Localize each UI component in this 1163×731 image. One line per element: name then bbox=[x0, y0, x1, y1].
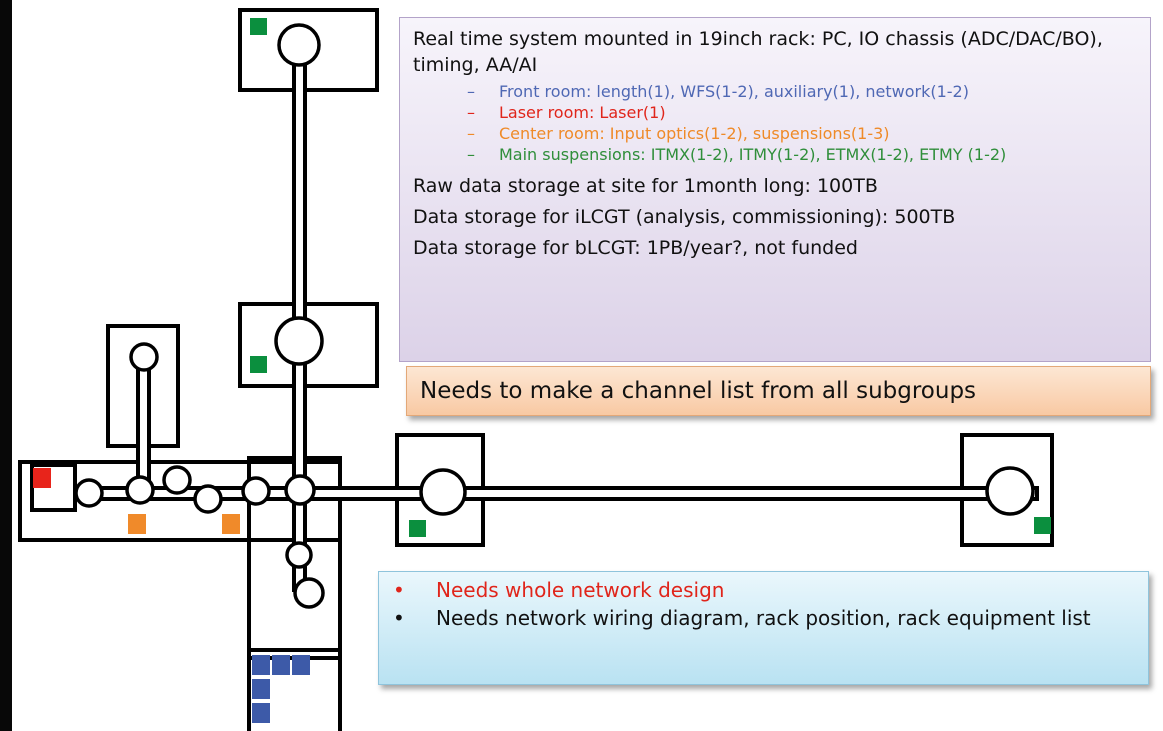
rack-laser bbox=[33, 468, 51, 488]
system-info-box: Real time system mounted in 19inch rack:… bbox=[399, 17, 1151, 362]
room-item-laser: –Laser room: Laser(1) bbox=[467, 103, 666, 122]
rack-main-suspension bbox=[250, 356, 267, 373]
suspension-node bbox=[74, 478, 104, 508]
channel-list-note: Needs to make a channel list from all su… bbox=[406, 366, 1151, 416]
suspension-node bbox=[285, 541, 313, 569]
suspension-node bbox=[293, 577, 325, 609]
room-list: –Front room: length(1), WFS(1-2), auxili… bbox=[413, 81, 1140, 165]
rack-description: Real time system mounted in 19inch rack:… bbox=[413, 28, 1103, 76]
rack-front bbox=[272, 655, 290, 675]
storage-ilcgt: Data storage for iLCGT (analysis, commis… bbox=[413, 206, 956, 228]
room-item-front: –Front room: length(1), WFS(1-2), auxili… bbox=[467, 82, 969, 101]
suspension-node bbox=[274, 316, 324, 366]
network-note-item: •Needs whole network design bbox=[393, 578, 725, 602]
suspension-node bbox=[277, 23, 321, 67]
storage-blcgt: Data storage for bLCGT: 1PB/year?, not f… bbox=[413, 237, 858, 259]
room-laser bbox=[30, 463, 77, 512]
room-north-mid bbox=[238, 302, 379, 388]
slide: Real time system mounted in 19inch rack:… bbox=[12, 0, 1163, 731]
rack-center bbox=[222, 514, 240, 534]
suspension-node bbox=[419, 468, 467, 516]
rack-markers bbox=[33, 18, 1051, 723]
beam-tube-x bbox=[85, 486, 1039, 501]
beam-tube-short bbox=[136, 360, 151, 494]
suspension-node bbox=[193, 484, 223, 514]
rack-main-suspension bbox=[1034, 517, 1051, 534]
room-item-main-suspensions: –Main suspensions: ITMX(1-2), ITMY(1-2),… bbox=[467, 145, 1007, 164]
rack-front bbox=[252, 655, 270, 675]
rack-main-suspension bbox=[250, 18, 267, 35]
suspension-node bbox=[162, 465, 192, 495]
network-notes-box: •Needs whole network design •Needs netwo… bbox=[378, 571, 1149, 685]
layout-diagram bbox=[18, 8, 1054, 731]
network-notes-list: •Needs whole network design •Needs netwo… bbox=[379, 578, 1148, 630]
rack-center bbox=[128, 514, 146, 534]
room-item-center: –Center room: Input optics(1-2), suspens… bbox=[467, 124, 890, 143]
room-front bbox=[247, 648, 342, 731]
suspension-node bbox=[985, 466, 1035, 516]
suspension-node bbox=[284, 474, 316, 506]
rack-front bbox=[252, 679, 270, 699]
room-north-end bbox=[238, 8, 379, 92]
suspension-node bbox=[129, 342, 159, 372]
storage-raw: Raw data storage at site for 1month long… bbox=[413, 175, 878, 197]
network-note-item: •Needs network wiring diagram, rack posi… bbox=[393, 606, 1091, 630]
suspension-node bbox=[125, 475, 155, 505]
suspension-node bbox=[241, 476, 271, 506]
rack-front bbox=[252, 703, 270, 723]
rack-main-suspension bbox=[409, 520, 426, 537]
rack-front bbox=[292, 655, 310, 675]
